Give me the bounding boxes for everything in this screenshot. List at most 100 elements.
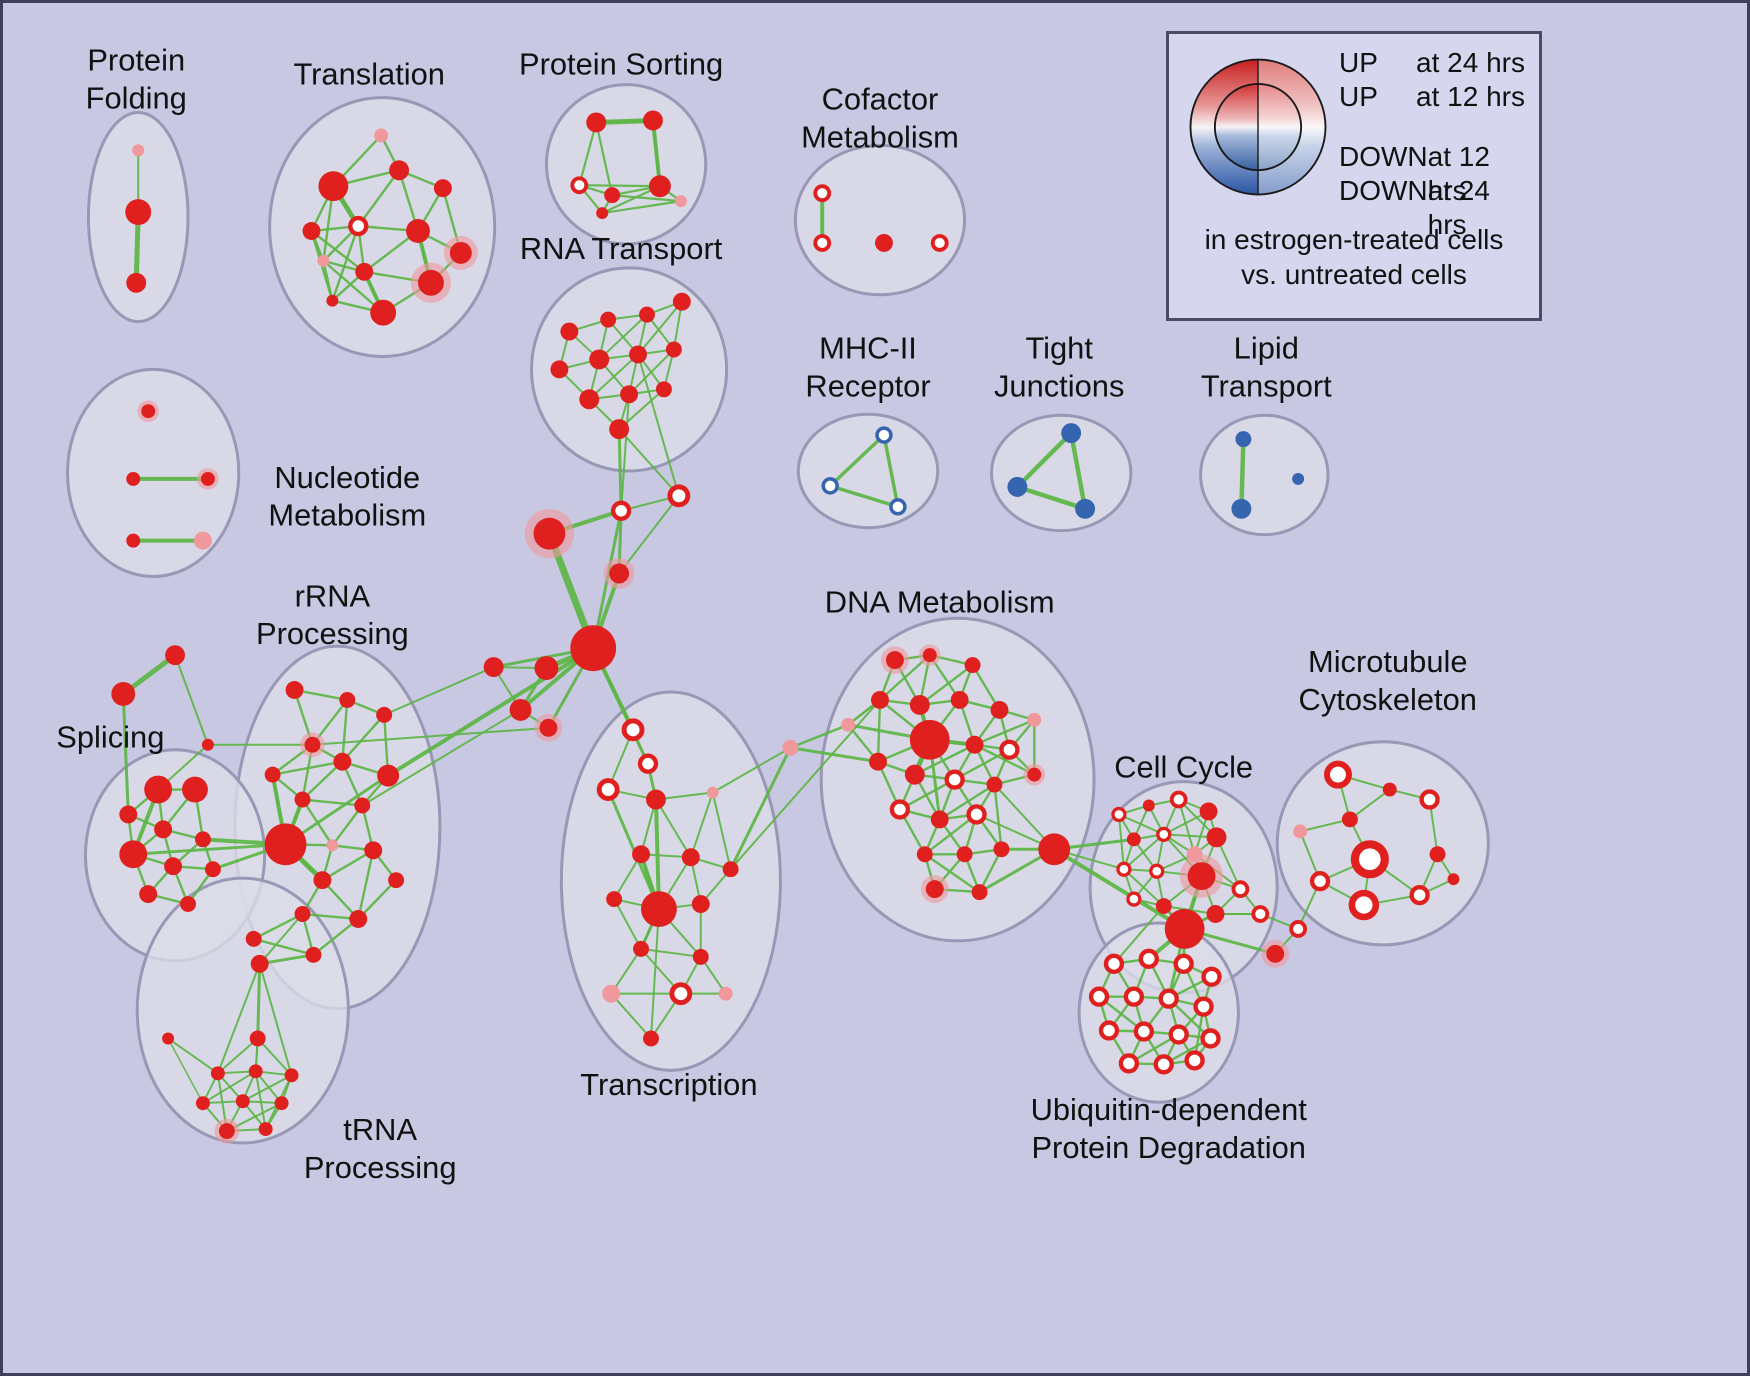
cluster-label-cell-cycle: Cell Cycle [1114,750,1253,785]
network-edge [598,313,648,361]
network-edge [271,760,344,776]
network-edge [310,229,366,274]
network-node [285,681,304,699]
network-node [210,1066,225,1081]
network-node [318,171,349,202]
network-node [596,778,620,801]
network-node [869,752,887,771]
network-edge [357,878,398,921]
network-node [596,207,609,220]
network-node [986,776,1003,793]
network-edge [578,184,662,188]
network-edge [357,169,401,228]
network-node [1201,966,1222,987]
network-node [1168,1024,1189,1045]
cluster-label-translation: Translation [293,57,445,92]
network-node [610,500,632,521]
network-edge [637,300,683,356]
network-edge [898,778,956,811]
network-edge [252,937,315,957]
network-edge [653,797,661,912]
network-edge [357,849,375,921]
legend-time-label: at 24 hrs [1427,175,1490,240]
network-edge [301,760,344,801]
network-node [1350,840,1389,879]
network-node [126,272,147,293]
network-node [195,1096,210,1111]
network-node [706,786,719,799]
network-edge [618,494,680,575]
network-node [602,984,621,1003]
network-node [1200,1028,1221,1049]
network-node [965,735,984,754]
network-node [620,385,639,404]
legend-row-up-12: UP at 12 hrs [1339,80,1525,114]
network-edge [617,427,623,513]
network-edge [729,746,792,871]
network-edge [311,726,550,746]
network-edge [301,798,364,807]
network-edge [923,853,981,894]
network-node [1199,802,1218,821]
network-node [317,254,330,267]
network-node [509,698,532,721]
network-node [560,322,579,341]
network-node [1038,833,1071,866]
network-edge [618,428,680,497]
network-edge [882,433,900,509]
network-node [433,179,452,198]
network-node [193,531,212,550]
network-node [264,823,307,866]
network-node [348,215,369,237]
network-node [586,112,607,133]
network-node [1419,789,1440,810]
network-edge [258,913,304,965]
network-edge [978,848,1003,894]
network-node [1118,1053,1140,1074]
network-node [349,910,368,928]
network-edge [361,708,522,807]
legend-row-down-24: DOWN at 24 hrs [1339,174,1525,240]
network-node [126,471,141,486]
network-node [154,820,173,839]
network-node [674,195,687,208]
legend-rows: UP at 24 hrs UP at 12 hrs DOWN at 12 hrs… [1339,46,1525,240]
cluster-label-splicing: Splicing [56,720,164,755]
network-node [813,184,832,203]
network-node [249,1030,266,1047]
network-edge [341,698,349,763]
network-node [871,690,889,709]
network-edge [256,1037,293,1077]
network-node [326,294,339,307]
network-edge [610,992,652,1040]
network-node [643,110,663,131]
network-node [722,861,739,878]
network-node [665,341,682,358]
network-edge [878,653,931,702]
network-node [904,764,925,785]
network-edge [331,804,364,847]
network-edge [650,118,662,189]
network-node [579,389,600,410]
network-node [1235,431,1252,448]
network-edge [628,348,675,396]
network-node [1142,799,1155,812]
network-node [1156,826,1172,842]
network-node [990,700,1009,719]
network-edge [254,1070,267,1131]
cluster-ellipse-microtubule-cytoskeleton [1275,740,1490,947]
network-edge [121,692,130,816]
network-edge [331,224,360,302]
cluster-label-dna-metabolism: DNA Metabolism [825,584,1055,619]
network-node [643,1030,659,1047]
network-edge [637,353,680,497]
network-node [889,498,907,516]
network-node [111,682,136,706]
